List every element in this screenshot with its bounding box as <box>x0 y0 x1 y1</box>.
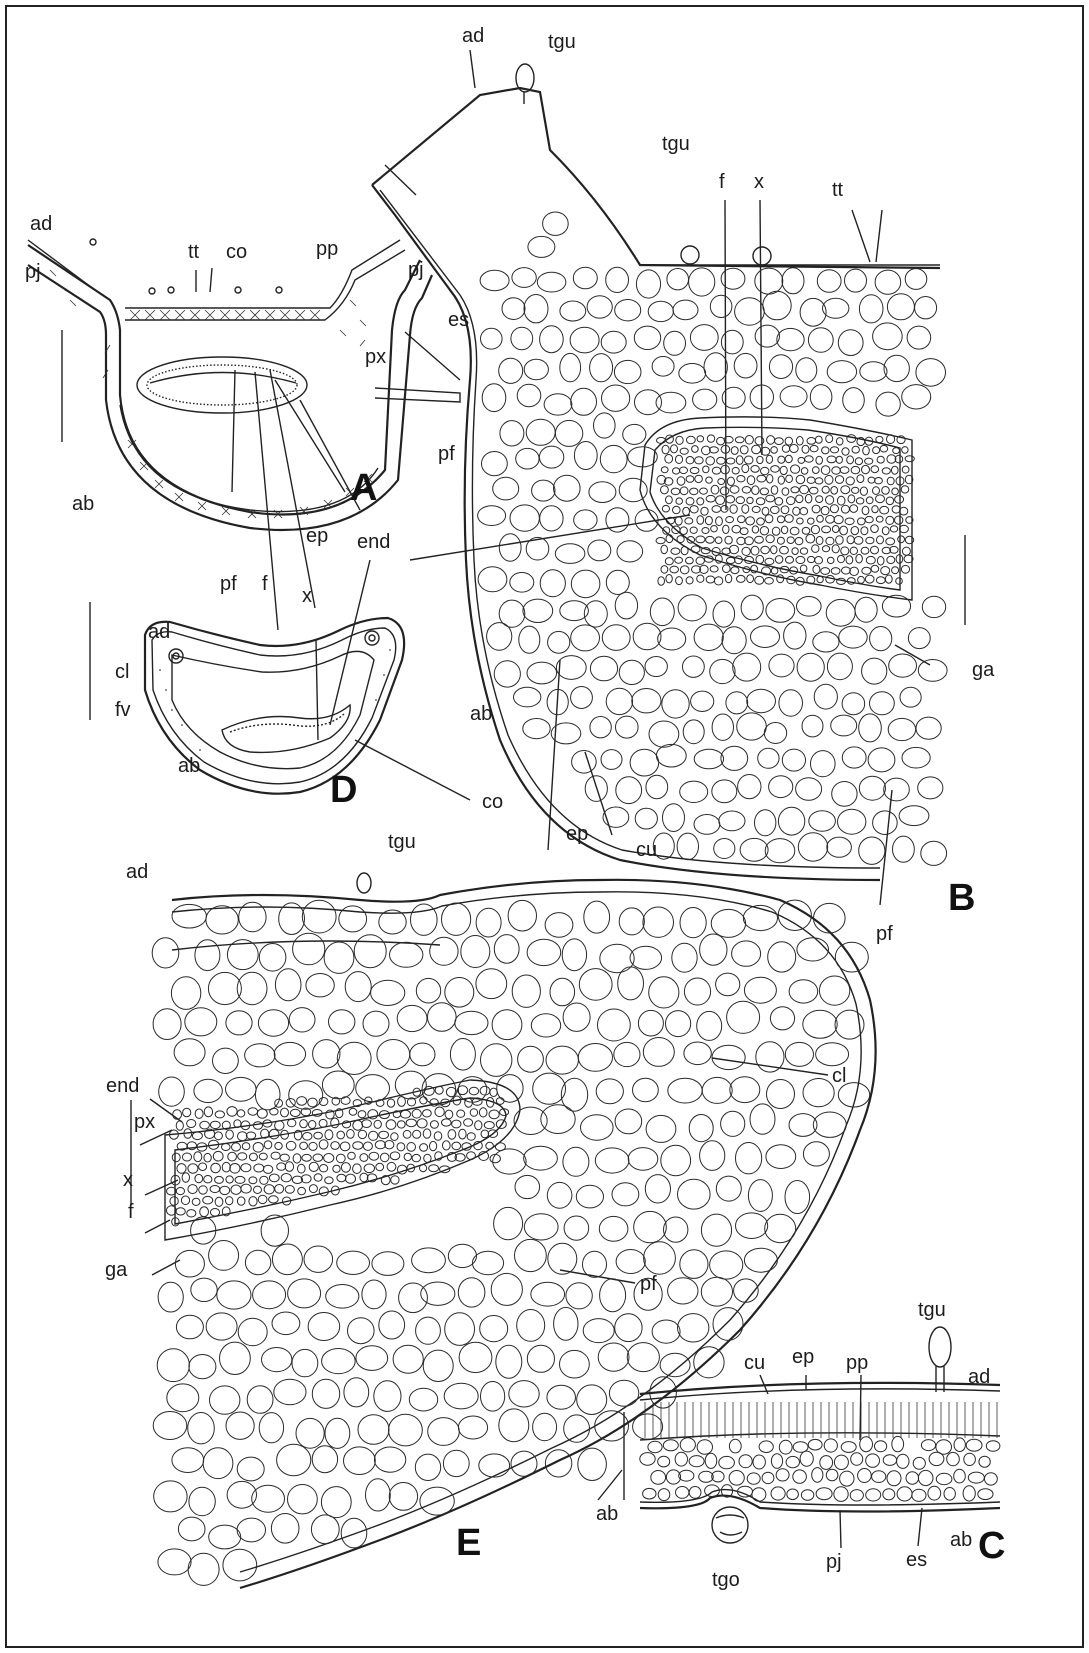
label-e-x: x <box>123 1169 133 1191</box>
label-d-cl: cl <box>115 661 129 683</box>
label-a-x: x <box>302 585 312 607</box>
label-d-ad: ad <box>148 621 170 643</box>
label-a-ab: ab <box>72 493 94 515</box>
label-b-tgu-2: tgu <box>662 133 690 155</box>
label-d-fv: fv <box>115 699 131 721</box>
label-c-pj: pj <box>826 1551 842 1573</box>
label-a-pf: pf <box>220 573 237 595</box>
label-b-pf-2: pf <box>876 923 893 945</box>
label-c-ep: ep <box>792 1346 814 1368</box>
label-b-x: x <box>754 171 764 193</box>
label-c-tgo: tgo <box>712 1569 740 1591</box>
panel-letter-b: B <box>948 877 975 919</box>
label-b-ep: ep <box>566 823 588 845</box>
label-b-f: f <box>719 171 725 193</box>
panel-letter-a: A <box>350 467 377 509</box>
label-c-ad: ad <box>968 1366 990 1388</box>
label-a-tt: tt <box>188 241 200 263</box>
label-e-tgu: tgu <box>388 831 416 853</box>
label-e-ad: ad <box>126 861 148 883</box>
label-b-ga: ga <box>972 659 995 681</box>
label-a-pp: pp <box>316 238 338 260</box>
label-b-ab: ab <box>470 703 492 725</box>
label-e-pf: pf <box>640 1273 657 1295</box>
label-a-ep: ep <box>306 525 328 547</box>
label-b-tgu-1: tgu <box>548 31 576 53</box>
label-a-pj: pj <box>25 261 41 283</box>
label-a-co: co <box>226 241 247 263</box>
label-a-f: f <box>262 573 268 595</box>
label-c-es: es <box>906 1549 927 1571</box>
label-a-px: px <box>365 346 386 368</box>
label-a-ad: ad <box>30 213 52 235</box>
panel-letter-c: C <box>978 1525 1005 1567</box>
label-d-ab: ab <box>178 755 200 777</box>
label-c-tgu: tgu <box>918 1299 946 1321</box>
label-b-co: co <box>482 791 503 813</box>
label-c-pp: pp <box>846 1352 868 1374</box>
label-b-pf: pf <box>438 443 455 465</box>
panel-letter-e: E <box>456 1522 481 1564</box>
label-c-ab: ab <box>950 1529 972 1551</box>
label-e-end: end <box>106 1075 139 1097</box>
label-b-pj: pj <box>408 259 424 281</box>
label-e-px: px <box>134 1111 155 1133</box>
label-e-ga: ga <box>105 1259 128 1281</box>
label-e-f: f <box>128 1201 134 1223</box>
label-a-end: end <box>357 531 390 553</box>
label-e-ab: ab <box>596 1503 618 1525</box>
label-b-es: es <box>448 309 469 331</box>
panel-letter-d: D <box>330 769 357 811</box>
label-b-tt: tt <box>832 179 844 201</box>
label-e-cl: cl <box>832 1065 846 1087</box>
label-b-ad: ad <box>462 25 484 47</box>
label-c-cu: cu <box>744 1352 765 1374</box>
